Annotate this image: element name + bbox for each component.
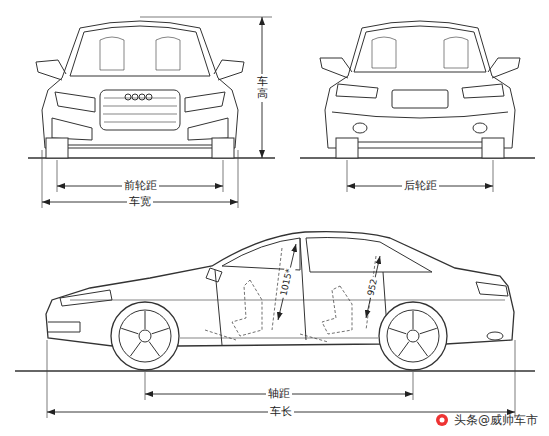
- wheel-spoke: [389, 328, 406, 334]
- wheel-spoke: [121, 328, 138, 334]
- wheel-spoke: [152, 328, 169, 334]
- dimension-label: 车宽: [127, 195, 153, 208]
- wheel-spoke: [398, 342, 409, 357]
- dimension-label: 前轮距: [122, 179, 159, 192]
- dimension-label: 轴距: [266, 387, 292, 400]
- wheel-spoke: [130, 342, 141, 357]
- watermark: 头条@威帅车市: [452, 413, 540, 427]
- wheel-spoke: [149, 342, 160, 357]
- dimension-label: 车长: [268, 405, 294, 418]
- wheel-spoke: [420, 328, 437, 334]
- dimension-label: 车高: [256, 74, 269, 102]
- dimension-label: 后轮距: [402, 179, 439, 192]
- wheel-spoke: [413, 311, 414, 329]
- wheel-spoke: [417, 342, 428, 357]
- wheel-spoke: [145, 311, 146, 329]
